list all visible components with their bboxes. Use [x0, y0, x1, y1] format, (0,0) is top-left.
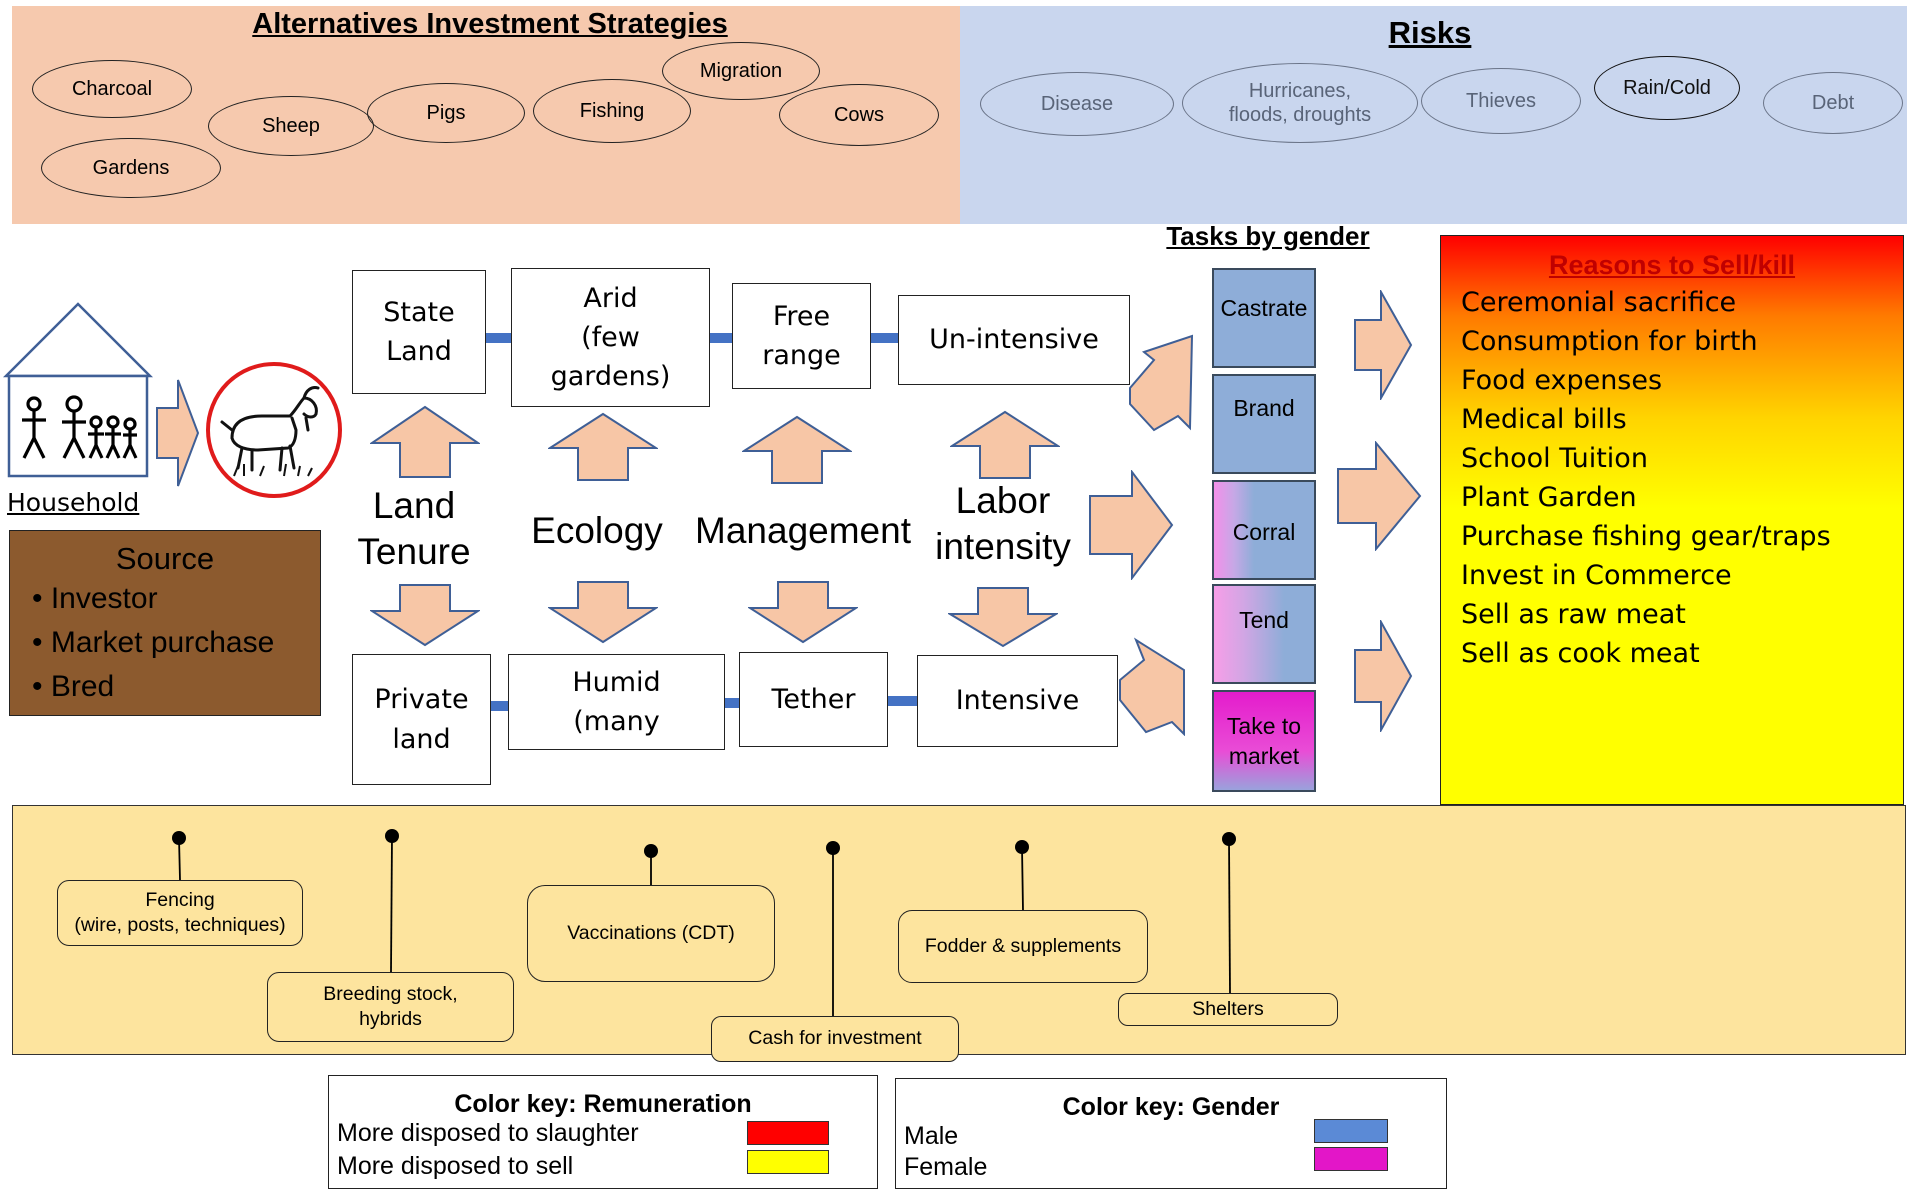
up-arrow-icon: [950, 410, 1060, 479]
label-ecology: Ecology: [531, 510, 663, 551]
risk-debt: Debt: [1763, 72, 1903, 134]
source-item: • Bred: [32, 670, 115, 703]
input-vaccinations: Vaccinations (CDT): [527, 885, 775, 982]
alt-fishing: Fishing: [533, 79, 691, 143]
right-arrow-icon: [1089, 470, 1174, 580]
diagonal-arrow-icon: [1119, 637, 1185, 736]
alt-charcoal: Charcoal: [32, 60, 192, 118]
input-pins: [172, 829, 1236, 1017]
color-key-remuneration: Color key: Remuneration More disposed to…: [328, 1075, 878, 1189]
reasons-box: Reasons to Sell/kill Ceremonial sacrific…: [1440, 235, 1904, 805]
key-male-swatch: [1314, 1119, 1388, 1143]
down-arrow-icon: [748, 581, 858, 644]
task-take-to-market: Take to market: [1212, 690, 1316, 792]
right-arrow-icon: [1354, 290, 1413, 400]
reasons-title: Reasons to Sell/kill: [1548, 250, 1796, 280]
connector: [724, 698, 740, 708]
risk-hurricanes: Hurricanes, floods, droughts: [1182, 63, 1418, 143]
alt-cows: Cows: [779, 84, 939, 146]
reason-item: School Tuition: [1461, 443, 1648, 474]
risk-thieves: Thieves: [1421, 68, 1581, 134]
box-arid: Arid (few gardens): [511, 268, 710, 407]
connector: [870, 333, 900, 343]
down-arrow-icon: [370, 584, 480, 647]
task-brand: Brand: [1212, 374, 1316, 474]
input-breeding-stock: Breeding stock, hybrids: [267, 972, 514, 1042]
box-free-range: Free range: [732, 283, 871, 389]
box-un-intensive: Un-intensive: [898, 295, 1130, 385]
right-arrow-icon: [1354, 620, 1413, 732]
key-female-label: Female: [904, 1153, 988, 1181]
connector: [709, 333, 733, 343]
reason-item: Food expenses: [1461, 365, 1663, 396]
connector: [485, 333, 512, 343]
right-arrow-icon: [156, 379, 200, 487]
reason-item: Consumption for birth: [1461, 326, 1758, 357]
alt-migration: Migration: [662, 42, 820, 100]
task-corral: Corral: [1212, 480, 1316, 580]
input-fodder: Fodder & supplements: [898, 910, 1148, 983]
label-labor-intensity: Labor intensity: [935, 480, 1071, 568]
key-slaughter-label: More disposed to slaughter: [337, 1119, 639, 1147]
down-arrow-icon: [548, 581, 658, 644]
reason-item: Sell as raw meat: [1461, 599, 1686, 630]
alt-pigs: Pigs: [367, 83, 525, 143]
label-management: Management: [695, 510, 911, 551]
alt-sheep: Sheep: [208, 96, 374, 156]
color-key-gender: Color key: Gender Male Female: [895, 1078, 1447, 1189]
box-humid: Humid (many: [508, 654, 725, 750]
box-tether: Tether: [739, 652, 888, 747]
box-intensive: Intensive: [917, 655, 1118, 747]
task-castrate: Castrate: [1212, 268, 1316, 368]
task-tend: Tend: [1212, 584, 1316, 684]
goat-icon: [206, 362, 342, 498]
alternatives-title: Alternatives Investment Strategies: [252, 8, 728, 40]
input-shelters: Shelters: [1118, 993, 1338, 1026]
risk-rain-cold: Rain/Cold: [1594, 56, 1740, 120]
connector: [489, 701, 509, 711]
up-arrow-icon: [742, 415, 852, 484]
diagonal-arrow-icon: [1129, 334, 1194, 432]
tasks-title: Tasks by gender: [1166, 221, 1370, 251]
reason-item: Plant Garden: [1461, 482, 1637, 513]
input-cash: Cash for investment: [711, 1016, 959, 1062]
up-arrow-icon: [370, 405, 480, 478]
household-label: Household: [7, 488, 140, 517]
risks-title: Risks: [1388, 15, 1472, 50]
source-item: • Investor: [32, 582, 158, 615]
reason-item: Sell as cook meat: [1461, 638, 1700, 669]
right-arrow-icon: [1337, 441, 1422, 551]
source-box: Source • Investor • Market purchase • Br…: [9, 530, 321, 716]
household-icon: [2, 302, 154, 478]
alt-gardens: Gardens: [41, 138, 221, 198]
reason-item: Ceremonial sacrifice: [1461, 287, 1737, 318]
box-private-land: Private land: [352, 654, 491, 785]
key-male-label: Male: [904, 1122, 959, 1150]
key-remuneration-title: Color key: Remuneration: [454, 1090, 752, 1118]
reason-item: Invest in Commerce: [1461, 560, 1732, 591]
key-sell-label: More disposed to sell: [337, 1152, 574, 1180]
source-item: • Market purchase: [32, 626, 275, 659]
source-title: Source: [115, 541, 215, 576]
connector: [888, 696, 918, 706]
reason-item: Medical bills: [1461, 404, 1627, 435]
key-gender-title: Color key: Gender: [1062, 1093, 1280, 1121]
key-sell-swatch: [747, 1150, 829, 1174]
reason-item: Purchase fishing gear/traps: [1461, 521, 1831, 552]
down-arrow-icon: [948, 587, 1058, 648]
risk-disease: Disease: [980, 72, 1174, 136]
label-land-tenure: Land Tenure: [357, 485, 471, 573]
input-fencing: Fencing (wire, posts, techniques): [57, 880, 303, 946]
key-female-swatch: [1314, 1147, 1388, 1171]
up-arrow-icon: [548, 412, 658, 481]
key-slaughter-swatch: [747, 1121, 829, 1145]
box-state-land: State Land: [352, 270, 486, 394]
